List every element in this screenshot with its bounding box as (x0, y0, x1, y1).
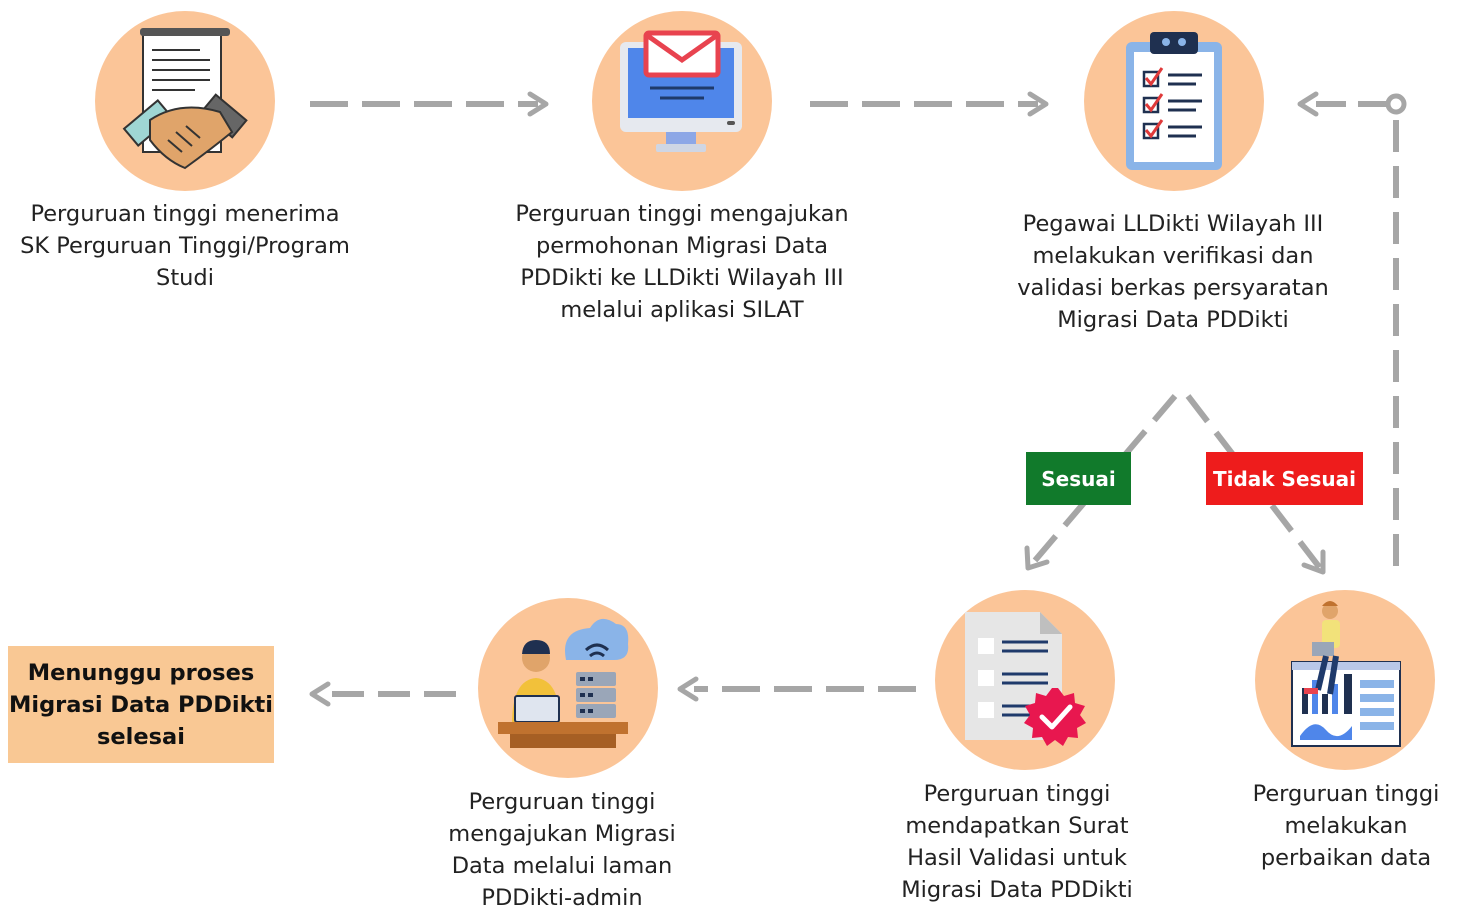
step-3-caption: Pegawai LLDikti Wilayah III melakukan ve… (1017, 211, 1329, 333)
step-4-node (1255, 590, 1435, 770)
step-5-caption: Perguruan tinggi mendapatkan Surat Hasil… (901, 781, 1133, 903)
final-step-text: Menunggu proses Migrasi Data PDDikti sel… (8, 659, 274, 750)
final-step-box: Menunggu proses Migrasi Data PDDikti sel… (8, 646, 274, 763)
person-laptop-cloud-server-icon (498, 618, 629, 748)
certified-document-icon (965, 612, 1086, 746)
arrow-loop-back-to-step3 (1297, 91, 1407, 566)
handshake-document-icon (122, 28, 248, 170)
step-6-circle (478, 598, 658, 778)
step-5-node (935, 590, 1115, 770)
step-2-node (592, 11, 772, 191)
arrow-step5-to-step6 (677, 676, 916, 702)
step-1-node (95, 11, 275, 191)
clipboard-checklist-icon (1126, 32, 1222, 170)
person-charts-icon (1291, 601, 1401, 747)
computer-email-icon (620, 30, 742, 152)
step-6-node (478, 598, 658, 778)
step-3-node (1084, 11, 1264, 191)
step-1-caption: Perguruan tinggi menerima SK Perguruan T… (20, 201, 350, 291)
arrow-step1-to-step2 (310, 91, 549, 117)
step-4-caption: Perguruan tinggi melakukan perbaikan dat… (1252, 781, 1440, 871)
arrow-step2-to-step3 (810, 91, 1049, 117)
step-2-caption: Perguruan tinggi mengajukan permohonan M… (515, 201, 849, 323)
step-6-caption: Perguruan tinggi mengajukan Migrasi Data… (448, 789, 676, 911)
arrow-step6-to-final (309, 681, 456, 707)
tidak-sesuai-badge: Tidak Sesuai (1206, 452, 1363, 505)
sesuai-badge: Sesuai (1026, 452, 1131, 505)
